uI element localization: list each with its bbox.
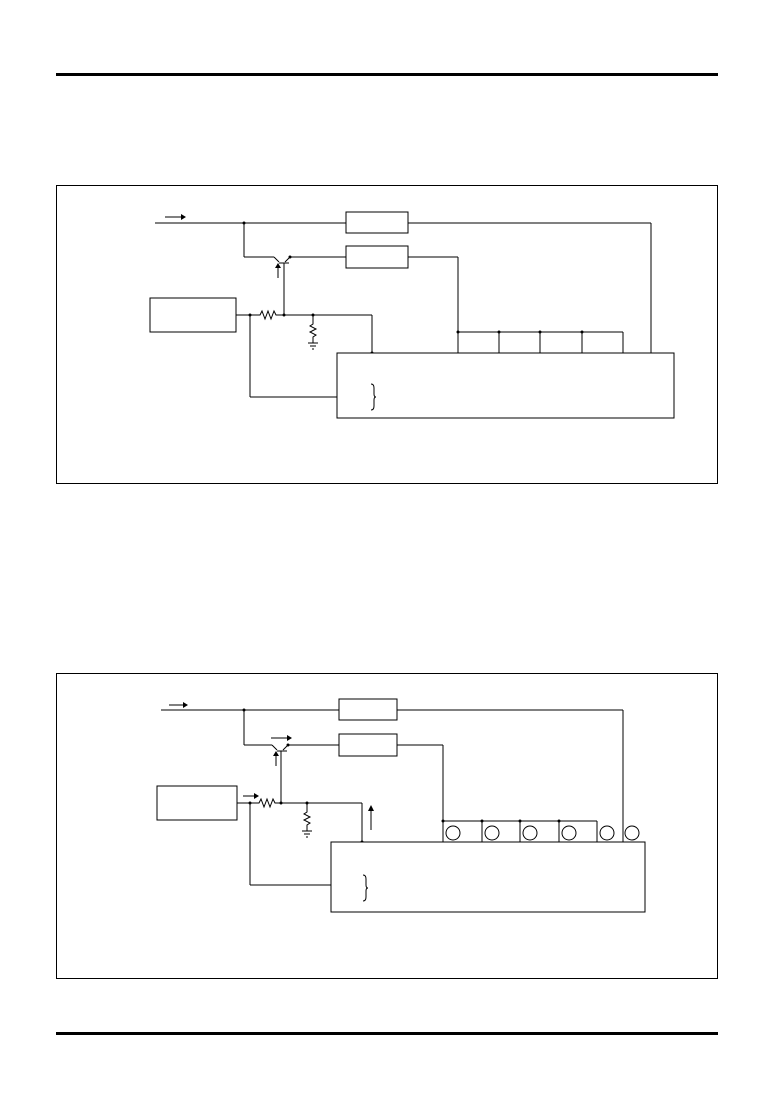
block-upper-2 — [338, 698, 398, 721]
resistor-series-2 — [250, 797, 281, 809]
resistor-series-1 — [250, 309, 284, 321]
block-lower-2 — [338, 733, 398, 757]
load-cell-6 — [624, 825, 640, 841]
footer-rule — [56, 1032, 718, 1035]
transistor-symbol-1 — [273, 255, 292, 278]
load-cell-3 — [522, 825, 538, 841]
header-rule — [56, 73, 718, 76]
block-lower-1 — [345, 245, 409, 269]
load-cell-2 — [484, 825, 500, 841]
input-arrow-3 — [243, 793, 259, 799]
circuit-diagram-1-svg — [149, 211, 675, 419]
main-block-2 — [330, 841, 646, 913]
output-arrow-2 — [368, 805, 374, 830]
main-block-1 — [336, 352, 675, 419]
block-upper-1 — [345, 211, 409, 234]
circuit-diagram-1 — [56, 185, 718, 484]
load-cell-5 — [599, 825, 615, 841]
resistor-shunt-1 — [308, 315, 318, 343]
controller-block-2 — [156, 785, 238, 821]
ground-symbol-1 — [308, 342, 318, 350]
load-taps-1 — [456, 330, 624, 353]
load-cell-1 — [445, 825, 461, 841]
ground-symbol-2 — [302, 830, 312, 838]
input-arrow-2 — [169, 702, 188, 708]
load-cells-2 — [441, 819, 640, 842]
brace-1 — [370, 383, 377, 411]
resistor-shunt-2 — [302, 803, 312, 831]
circuit-diagram-2-svg — [156, 698, 646, 913]
load-cell-4 — [561, 825, 577, 841]
brace-2 — [362, 874, 369, 902]
transistor-symbol-2 — [271, 735, 292, 766]
circuit-diagram-2 — [56, 673, 718, 979]
input-arrow-1 — [165, 214, 186, 220]
controller-block-1 — [149, 297, 237, 333]
